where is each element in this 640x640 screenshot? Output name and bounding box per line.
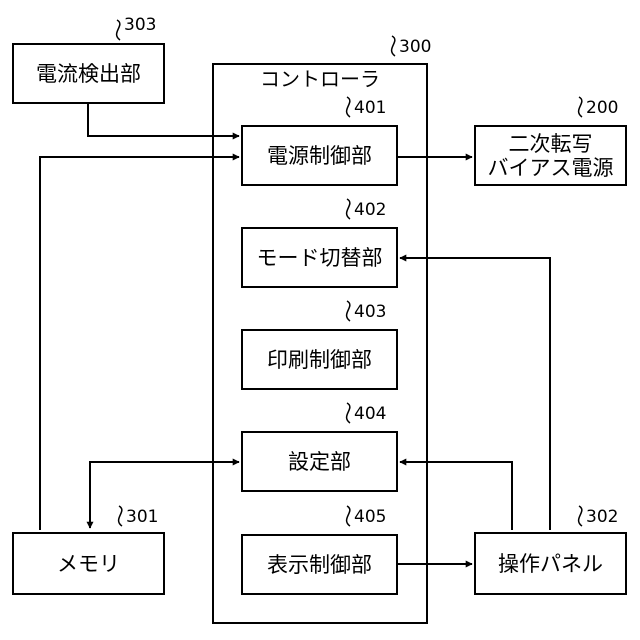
display-control-label: 表示制御部 bbox=[267, 553, 372, 577]
print-control-ref: 403 bbox=[354, 303, 386, 321]
print-control-label: 印刷制御部 bbox=[267, 348, 372, 372]
operation-panel-box: 操作パネル bbox=[474, 532, 627, 595]
setting-label: 設定部 bbox=[288, 450, 351, 474]
leader-300 bbox=[392, 36, 395, 56]
memory-ref: 301 bbox=[126, 508, 158, 526]
arrow-memory-to-power bbox=[40, 157, 239, 530]
leader-301 bbox=[119, 506, 122, 526]
display-control-ref: 405 bbox=[354, 508, 386, 526]
bias-power-line2: バイアス電源 bbox=[488, 156, 614, 180]
operation-panel-ref: 302 bbox=[586, 508, 618, 526]
memory-label: メモリ bbox=[57, 552, 120, 576]
setting-box: 設定部 bbox=[241, 431, 398, 492]
mode-switch-ref: 402 bbox=[354, 201, 386, 219]
mode-switch-label: モード切替部 bbox=[257, 246, 383, 270]
bias-power-box: 二次転写 バイアス電源 bbox=[474, 125, 627, 186]
print-control-box: 印刷制御部 bbox=[241, 329, 398, 390]
power-control-label: 電源制御部 bbox=[267, 144, 372, 168]
bias-power-ref: 200 bbox=[586, 99, 618, 117]
display-control-box: 表示制御部 bbox=[241, 534, 398, 595]
controller-title: コントローラ bbox=[212, 68, 428, 90]
leader-302 bbox=[579, 506, 582, 526]
power-control-box: 電源制御部 bbox=[241, 125, 398, 186]
bias-power-line1: 二次転写 bbox=[488, 132, 614, 156]
controller-ref: 300 bbox=[399, 38, 431, 56]
setting-ref: 404 bbox=[354, 405, 386, 423]
current-detector-box: 電流検出部 bbox=[12, 43, 165, 104]
leader-200 bbox=[579, 97, 582, 117]
mode-switch-box: モード切替部 bbox=[241, 227, 398, 288]
memory-box: メモリ bbox=[12, 532, 165, 595]
operation-panel-label: 操作パネル bbox=[498, 552, 603, 576]
leader-303 bbox=[117, 20, 120, 40]
current-detector-ref: 303 bbox=[124, 16, 156, 34]
current-detector-label: 電流検出部 bbox=[36, 62, 141, 86]
power-control-ref: 401 bbox=[354, 99, 386, 117]
